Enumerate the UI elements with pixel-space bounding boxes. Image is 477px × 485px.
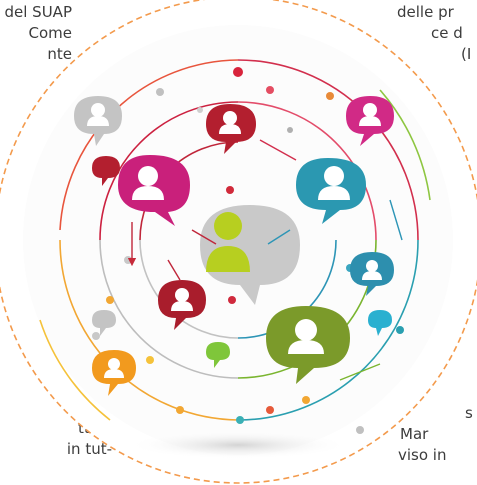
green-person-icon: [266, 306, 350, 384]
text-line: viso in: [398, 446, 447, 464]
magenta-person-icon: [118, 155, 190, 226]
article-text-right-top: delle pr ce d (I: [397, 2, 477, 65]
red-person-icon-lower: [158, 280, 206, 330]
short-arrows: [127, 139, 403, 381]
small-teal-person-icon: [368, 310, 392, 336]
center-person-icon: [200, 205, 300, 305]
article-text-right-bottom: s Mar viso in: [398, 403, 477, 466]
text-line: delle pr: [397, 3, 454, 21]
teal-person-icon: [296, 158, 366, 224]
text-line: (I: [461, 45, 472, 63]
small-green-person-icon: [206, 342, 230, 368]
text-line: Mar: [400, 425, 429, 443]
text-line: in tut-: [66, 440, 112, 458]
text-line: s: [465, 404, 473, 422]
small-grey-person-icon: [92, 310, 116, 336]
teal-person-icon-mid: [350, 252, 394, 296]
grey-person-icon: [74, 96, 122, 146]
small-red-person-icon: [92, 156, 120, 186]
text-line: del SUAP: [4, 3, 73, 21]
text-line: nte: [47, 45, 72, 63]
text-line: ce d: [431, 24, 463, 42]
text-line: Come: [28, 24, 73, 42]
red-person-icon: [206, 104, 256, 154]
pink-person-icon: [346, 96, 394, 146]
disc-shadow: [128, 431, 348, 459]
orange-person-icon: [92, 350, 136, 396]
